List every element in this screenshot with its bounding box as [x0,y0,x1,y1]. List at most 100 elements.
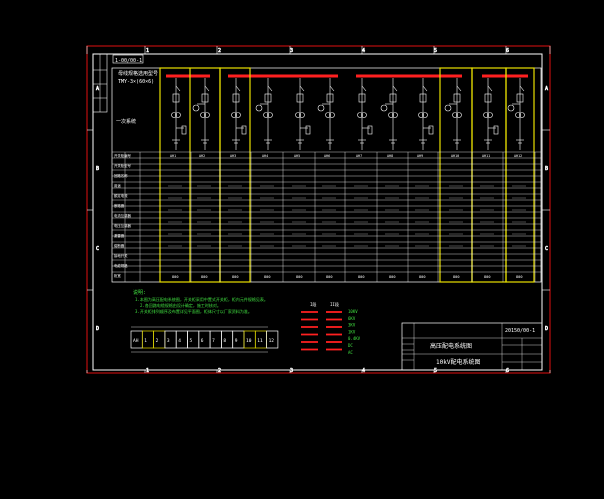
grid-row-label-right: D [545,326,548,332]
ct-symbol [422,112,428,118]
pt-symbol [380,104,388,112]
feeder-code: AH10 [451,154,459,158]
switch-symbol [235,85,241,92]
feeder-code: AH1 [170,154,176,158]
grid-col-label-bottom: 1 [146,368,149,374]
breaker-symbol [172,93,180,103]
table-row-label: 避雷器 [114,233,125,238]
feeder-code: AH9 [417,154,423,158]
grid-col-label-top: 3 [290,48,293,54]
ct-symbol [235,112,241,118]
arrester-symbol [367,125,373,135]
notes-title: 说明: [133,289,146,296]
cabinet-width: 800 [326,275,333,279]
grid-row-label-right: A [545,86,548,92]
feeder-code: AH5 [294,154,300,158]
feeder-9 [418,78,434,150]
grid-col-label-bottom: 5 [434,368,437,374]
arrester-symbol [493,125,499,135]
pt-symbol [317,104,325,112]
table-row-label: 柜宽 [114,273,121,278]
ct-symbol [519,112,525,118]
ct-symbol [263,112,269,118]
feeder-1 [171,78,187,150]
switch-symbol [204,85,210,92]
grid-col-label-top: 5 [434,48,437,54]
feeder-8 [380,78,398,150]
table-row-label: 用途 [114,183,121,188]
cabinet-width: 800 [389,275,396,279]
table-row-label: 电压互感器 [114,223,132,228]
legend-label: 10KV [348,309,358,314]
breaker-symbol [516,93,524,103]
cabinet-width: 800 [453,275,460,279]
table-row-label: 回路名称 [114,173,128,178]
feeder-2 [192,78,210,150]
feeder-code: AH8 [387,154,393,158]
feeder-5 [295,78,311,150]
cabinet-number: 6 [201,338,204,344]
arrester-symbol [305,125,311,135]
ct-symbol [267,112,273,118]
cabinet-width: 800 [172,275,179,279]
table-rows [112,151,541,273]
grid-col-label-bottom: 3 [290,368,293,374]
legend-label: DC [348,343,353,348]
table-row-label: 电缆规格 [114,263,128,268]
feeder-code: AH7 [356,154,362,158]
feeder-4 [255,78,273,150]
grid-row-label-left: D [96,326,99,332]
note-3: 3.开关柜排列顺序及布置详见平面图，柜体尺寸以厂家资料为准。 [135,308,252,314]
table-row-label: 电流互感器 [114,213,132,218]
grid-col-label-bottom: 2 [218,368,221,374]
grid-col-label-top: 2 [218,48,221,54]
grid-col-label-top: 6 [506,48,509,54]
grid-row-label-left: B [96,166,99,172]
ct-symbol [361,112,367,118]
ct-symbol [483,112,489,118]
pt-symbol [192,104,200,112]
ct-symbol [171,112,177,118]
pt-symbol [507,104,515,112]
pt-symbol [255,104,263,112]
note-1: 1.本图为高压配电系统图，开关柜采用中置式开关柜，柜内元件规格见表。 [135,296,268,302]
breaker-symbol [358,93,366,103]
cabinet-number: AH [133,338,139,344]
legend-label: 6KV [348,316,356,321]
arrester-symbol [181,125,187,135]
cabinet-width: 800 [358,275,365,279]
ct-symbol [299,112,305,118]
table-row-labels: 开关柜编号开关柜型号回路名称用途额定电流断路器电流互感器电压互感器避雷器熔断器接… [114,153,132,278]
breaker-symbol [453,93,461,103]
grid-row-label-left: A [96,86,99,92]
feeder-3 [231,78,247,150]
ct-symbol [231,112,237,118]
breaker-symbol [296,93,304,103]
ct-symbol [295,112,301,118]
feeder-diagrams [171,78,525,150]
breaker-symbol [232,93,240,103]
drawing-number: 20150/00-1 [505,328,535,334]
ct-symbol [388,112,394,118]
legend-label: 3KV [348,323,356,328]
single-line-label: 一次系统 [116,118,136,125]
breaker-symbol [201,93,209,103]
ct-symbol [325,112,331,118]
table-row-label: 开关柜型号 [114,163,132,168]
feeder-code: AH6 [324,154,330,158]
feeder-11 [483,78,499,150]
title-block [401,322,543,371]
cabinet-number: 5 [190,338,193,344]
section-outlines [159,67,535,283]
feeder-code: AH12 [514,154,522,158]
feeder-7 [357,78,373,150]
busbar-label: TMY-3×(60×6) [118,79,154,85]
table-cell-marks: AH1800AH2800AH3800AH4800AH5800AH6800AH78… [168,154,526,279]
grid-row-label-left: C [96,246,99,252]
grid-row-label-right: B [545,166,548,172]
cabinet-width: 800 [232,275,239,279]
cabinet-width: 800 [201,275,208,279]
